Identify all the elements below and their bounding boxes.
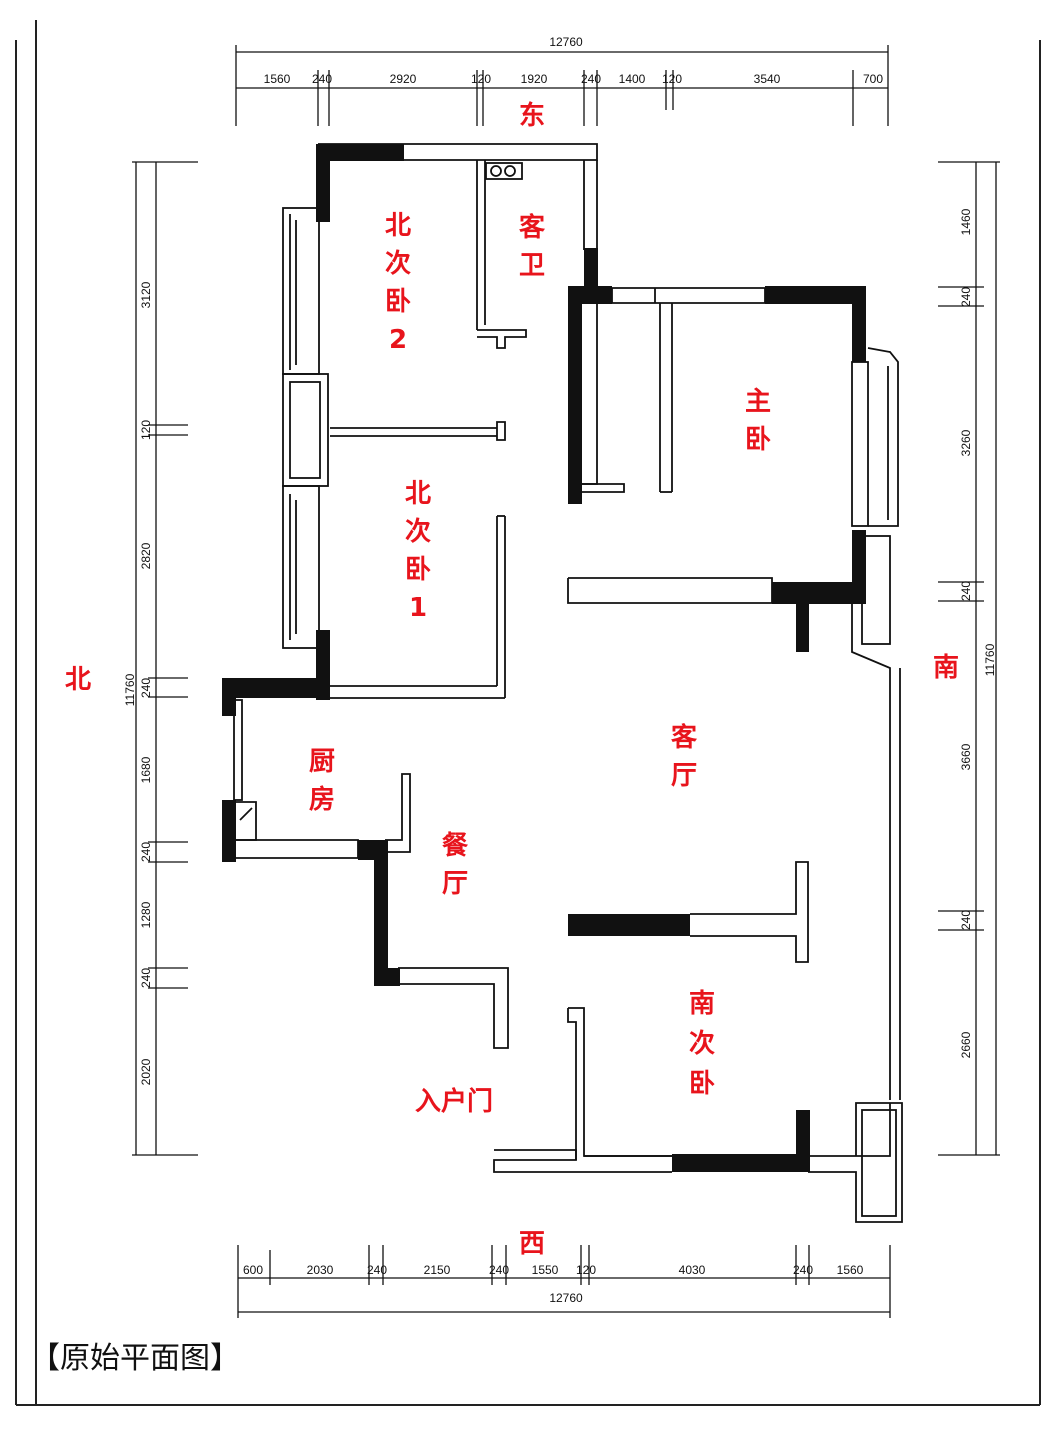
- left-seg-3: 240: [139, 678, 153, 698]
- room-guest-bath-char-1: 卫: [519, 251, 545, 281]
- top-seg-4: 1920: [521, 72, 548, 86]
- right-dimension-labels: 1460 240 3260 240 3660 240 2660 11760: [959, 208, 997, 1058]
- bottom-seg-5: 1550: [532, 1263, 559, 1277]
- left-dimension-lines: [132, 161, 198, 1156]
- right-seg-5: 240: [959, 910, 973, 930]
- bottom-seg-6: 120: [576, 1263, 596, 1277]
- bottom-seg-8: 240: [793, 1263, 813, 1277]
- room-north-bedroom-1-char-3: 1: [409, 593, 427, 623]
- bottom-seg-1: 2030: [307, 1263, 334, 1277]
- page-frame: [15, 20, 1041, 1406]
- bottom-total-label: 12760: [549, 1291, 583, 1305]
- right-total-label: 11760: [983, 643, 997, 676]
- left-seg-4: 1680: [139, 756, 153, 783]
- room-north-bedroom-2-char-0: 北: [385, 211, 411, 241]
- right-seg-6: 2660: [959, 1031, 973, 1058]
- top-seg-2: 2920: [390, 72, 417, 86]
- room-north-bedroom-1-char-1: 次: [405, 517, 431, 547]
- room-labels: 北 次 卧 2 客 卫 主 卧 北 次 卧 1 厨 房 客 厅 餐 厅 入户门 …: [309, 211, 771, 1117]
- room-north-bedroom-1-char-2: 卧: [405, 555, 431, 585]
- room-south-bedroom-char-0: 南: [689, 989, 715, 1019]
- room-dining-char-1: 厅: [442, 869, 468, 899]
- left-seg-1: 120: [139, 420, 153, 440]
- room-dining-char-0: 餐: [442, 831, 469, 861]
- bottom-seg-4: 240: [489, 1263, 509, 1277]
- right-dimension-lines: [938, 161, 1000, 1156]
- room-north-bedroom-1-char-0: 北: [405, 479, 431, 509]
- room-north-bedroom-2-char-1: 次: [385, 249, 411, 279]
- room-south-bedroom-char-2: 卧: [689, 1069, 715, 1099]
- top-seg-1: 240: [312, 72, 332, 86]
- left-seg-5: 240: [139, 842, 153, 862]
- bottom-seg-7: 4030: [679, 1263, 706, 1277]
- top-seg-9: 700: [863, 72, 883, 86]
- top-seg-7: 120: [662, 72, 682, 86]
- left-total-label: 11760: [123, 673, 137, 706]
- right-seg-1: 240: [959, 287, 973, 307]
- walls-outline: [233, 143, 903, 1223]
- right-seg-3: 240: [959, 581, 973, 601]
- top-seg-3: 120: [471, 72, 491, 86]
- bottom-dimension-labels: 600 2030 240 2150 240 1550 120 4030 240 …: [243, 1263, 864, 1305]
- room-kitchen-char-1: 房: [309, 785, 335, 815]
- top-dimension-labels: 12760 1560 240 2920 120 1920 240 1400 12…: [264, 35, 884, 86]
- room-living-char-0: 客: [671, 722, 698, 753]
- room-north-bedroom-2-char-2: 卧: [385, 287, 411, 317]
- top-seg-6: 1400: [619, 72, 646, 86]
- direction-east: 东: [519, 100, 545, 131]
- direction-labels: 东 西 北 南: [65, 100, 959, 1259]
- direction-north: 北: [65, 665, 91, 695]
- right-seg-4: 3660: [959, 743, 973, 770]
- direction-west: 西: [519, 1229, 545, 1259]
- top-total-label: 12760: [549, 35, 583, 49]
- room-guest-bath-char-0: 客: [519, 212, 546, 243]
- left-seg-2: 2820: [139, 542, 153, 569]
- top-seg-5: 240: [581, 72, 601, 86]
- room-living-char-1: 厅: [671, 761, 697, 791]
- left-seg-8: 2020: [139, 1058, 153, 1085]
- walls-solid: [222, 144, 866, 1172]
- room-north-bedroom-2-char-3: 2: [389, 325, 407, 355]
- bottom-seg-3: 2150: [424, 1263, 451, 1277]
- left-seg-7: 240: [139, 968, 153, 988]
- left-seg-6: 1280: [139, 901, 153, 928]
- top-seg-0: 1560: [264, 72, 291, 86]
- right-seg-0: 1460: [959, 208, 973, 235]
- bottom-seg-0: 600: [243, 1263, 263, 1277]
- room-master-bedroom-char-0: 主: [745, 387, 771, 417]
- direction-south: 南: [933, 653, 959, 683]
- left-seg-0: 3120: [139, 281, 153, 308]
- room-kitchen-char-0: 厨: [309, 747, 335, 777]
- top-dimension-lines: [235, 45, 889, 126]
- plan-caption: 【原始平面图】: [30, 1341, 240, 1376]
- bottom-dimension-lines: [237, 1245, 891, 1318]
- top-seg-8: 3540: [754, 72, 781, 86]
- room-entrance: 入户门: [415, 1086, 493, 1117]
- room-master-bedroom-char-1: 卧: [745, 425, 771, 455]
- bottom-seg-9: 1560: [837, 1263, 864, 1277]
- left-dimension-labels: 3120 120 2820 240 1680 240 1280 240 2020…: [123, 281, 153, 1085]
- right-seg-2: 3260: [959, 429, 973, 456]
- room-south-bedroom-char-1: 次: [689, 1029, 715, 1059]
- bottom-seg-2: 240: [367, 1263, 387, 1277]
